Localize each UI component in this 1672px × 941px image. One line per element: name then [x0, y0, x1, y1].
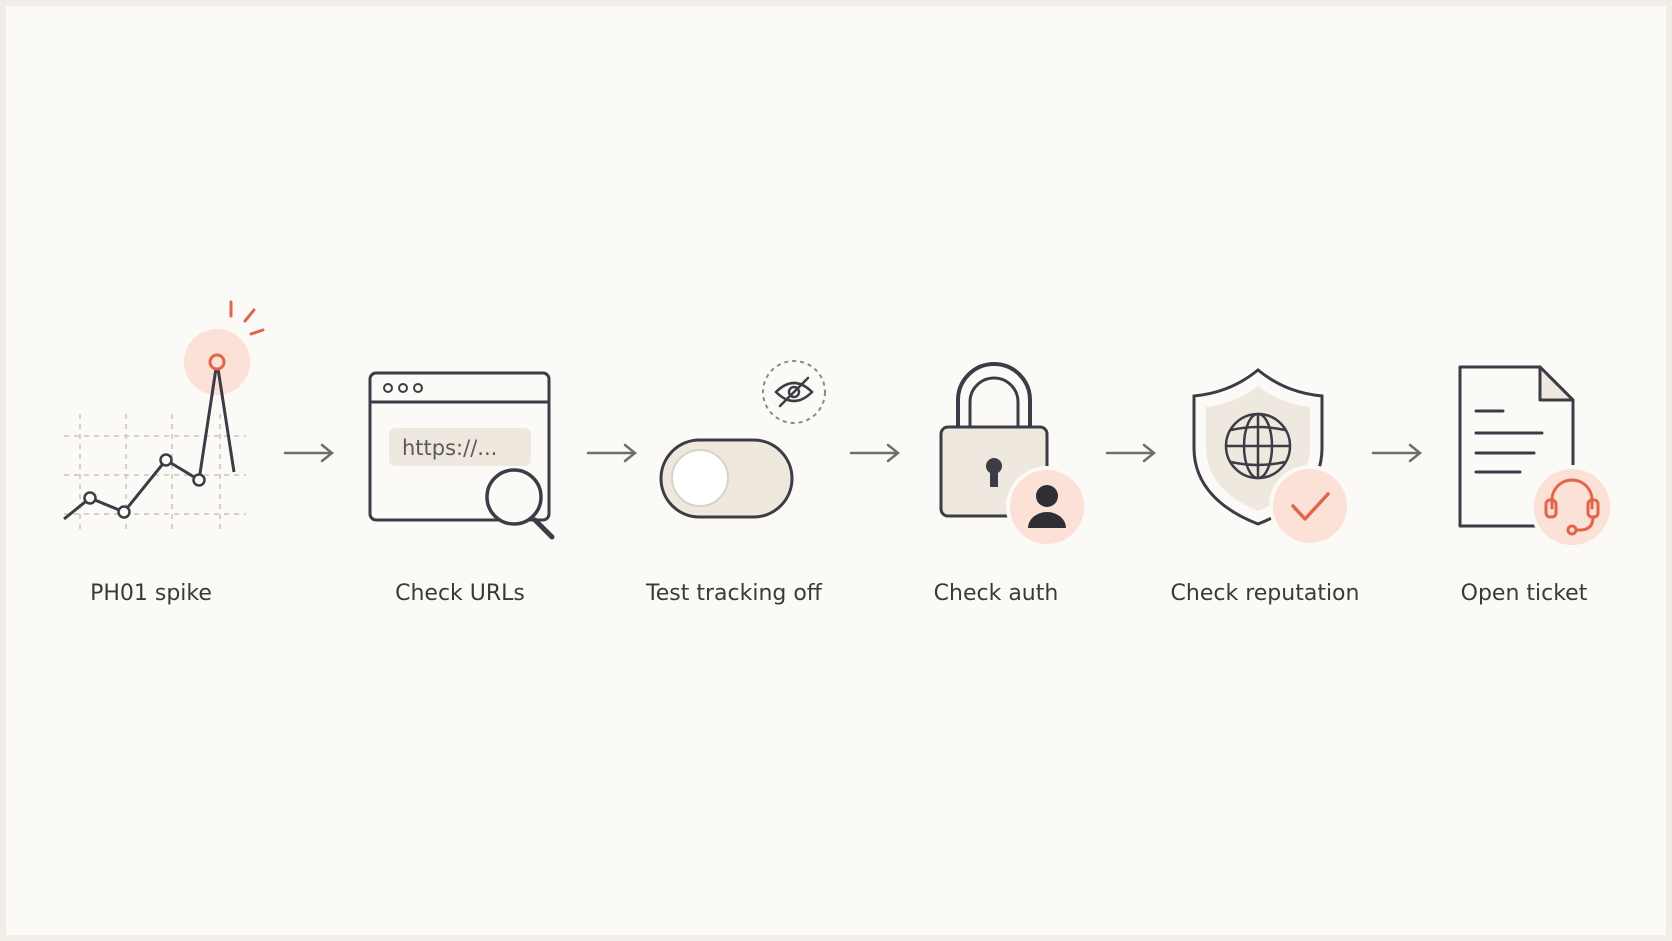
step-label-check-auth: Check auth [933, 581, 1059, 606]
toggle-off-icon [659, 438, 794, 519]
flow-arrow [283, 443, 335, 463]
shield-globe-icon [1192, 368, 1351, 547]
step-label-check-reputation: Check reputation [1170, 581, 1360, 606]
flow-arrow [586, 443, 638, 463]
eye-off-icon [762, 360, 826, 424]
step-label-open-ticket: Open ticket [1460, 581, 1588, 606]
document-support-icon [1458, 365, 1614, 549]
step-label-ph01-spike: PH01 spike [90, 581, 212, 606]
url-placeholder-text: https://... [402, 436, 497, 460]
flow-arrow [1105, 443, 1157, 463]
browser-search-icon: https://... [368, 371, 555, 540]
flow-arrow [1371, 443, 1423, 463]
flow-arrow [849, 443, 901, 463]
step-label-test-tracking-off: Test tracking off [646, 581, 822, 606]
spike-chart-icon [63, 300, 265, 530]
padlock-user-icon [939, 362, 1088, 548]
step-label-check-urls: Check URLs [395, 581, 525, 606]
